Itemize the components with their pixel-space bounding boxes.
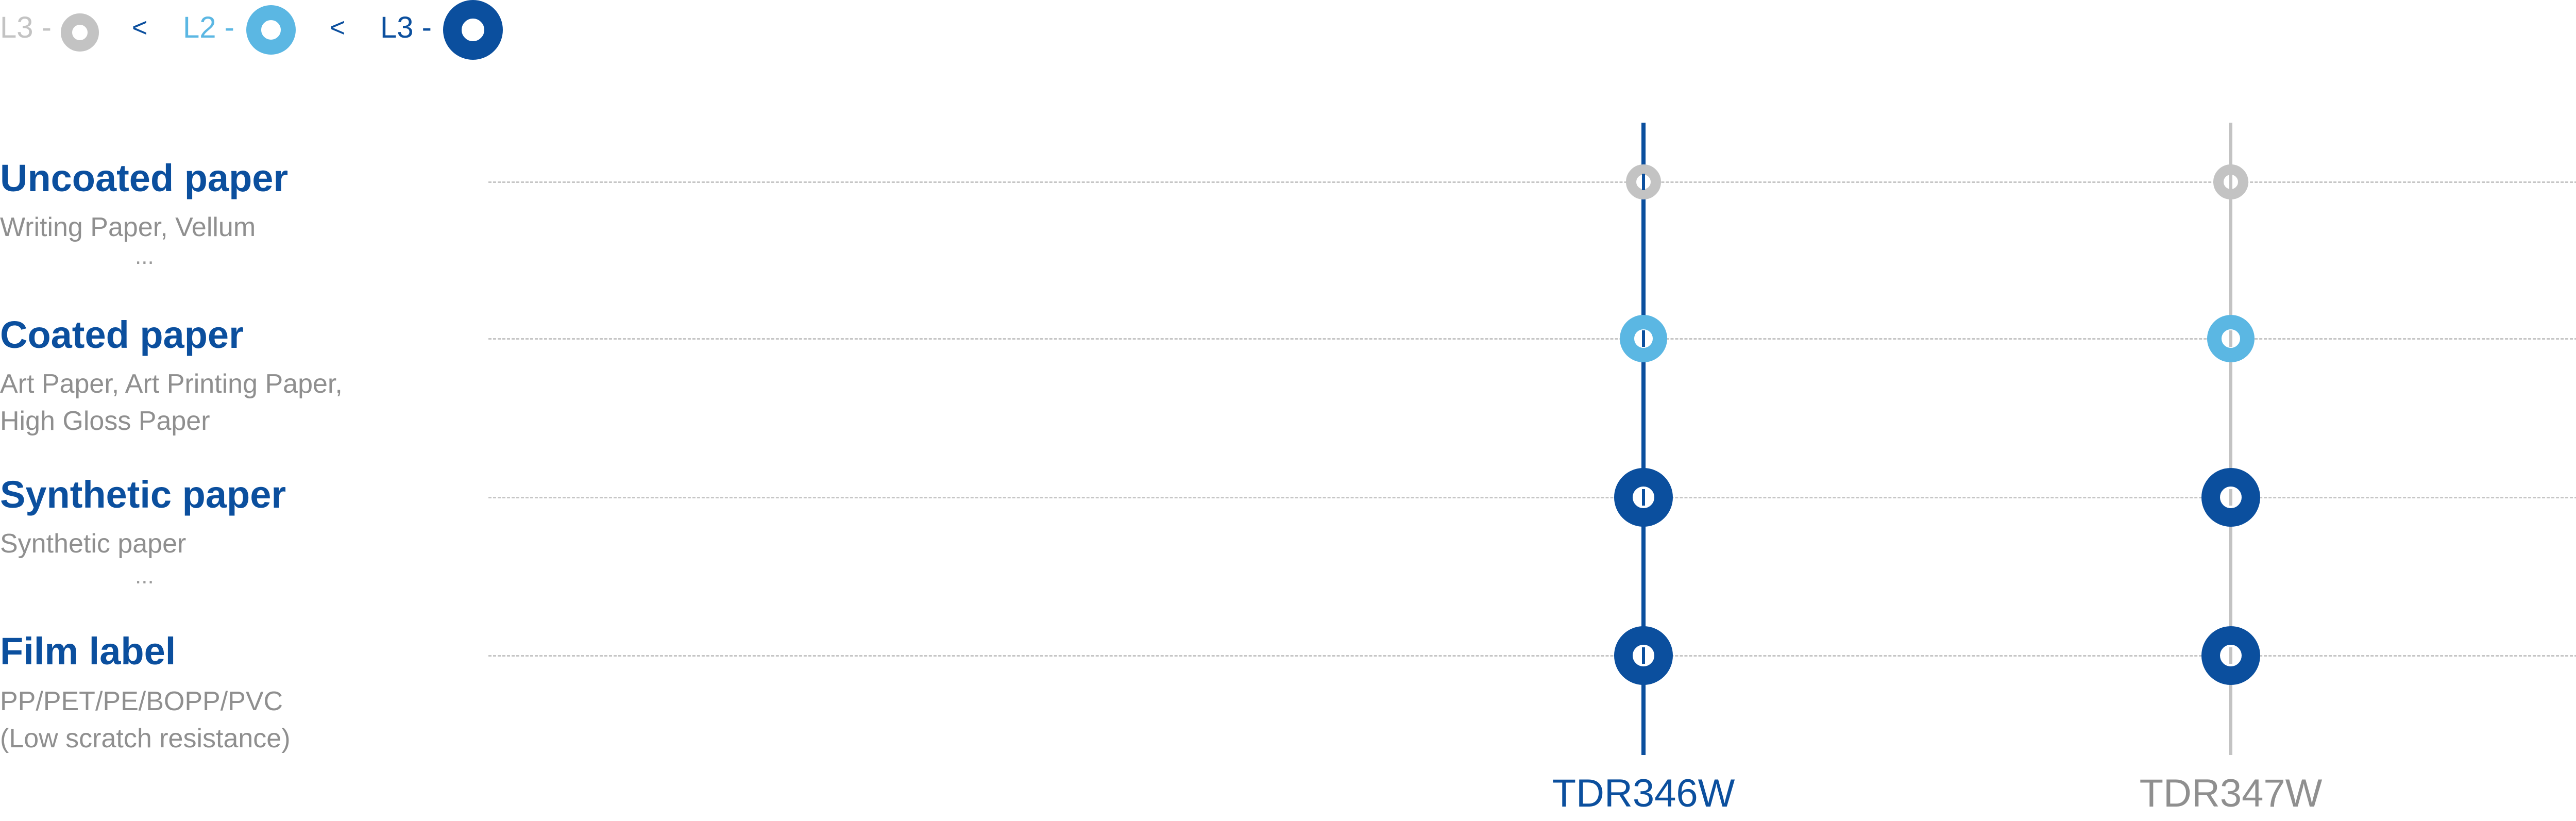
legend-separator: <	[330, 13, 346, 43]
marker-center-tick	[1642, 174, 1645, 190]
marker-center-tick	[2229, 647, 2232, 664]
legend-low-ring-icon	[61, 13, 99, 52]
row-guide-line	[488, 181, 2576, 183]
level-marker-high	[1614, 468, 1673, 527]
legend-label-mid: L2 -	[183, 11, 234, 44]
category-desc: Synthetic paper	[0, 529, 187, 559]
category-ellipsis: ...	[135, 563, 154, 589]
category-title: Film label	[0, 630, 176, 673]
category-title: Uncoated paper	[0, 157, 289, 199]
legend: L3 - < L2 - < L3 -	[0, 0, 567, 62]
level-marker-mid	[2207, 315, 2255, 362]
category-desc: Writing Paper, Vellum	[0, 212, 256, 242]
legend-mid-ring-icon	[246, 5, 296, 55]
row-guide-line	[488, 655, 2576, 657]
level-marker-mid	[1620, 315, 1667, 362]
level-marker-low	[2213, 164, 2248, 199]
legend-label-low: L3 -	[0, 11, 52, 44]
row-guide-line	[488, 497, 2576, 498]
marker-center-tick	[1642, 489, 1645, 506]
model-column-line	[2229, 123, 2232, 755]
category-desc: High Gloss Paper	[0, 406, 210, 436]
marker-center-tick	[2229, 330, 2232, 347]
legend-label-high: L3 -	[380, 11, 432, 44]
model-label: TDR347W	[2139, 772, 2323, 815]
level-marker-high	[2201, 626, 2260, 685]
model-label: TDR346W	[1552, 772, 1735, 815]
marker-center-tick	[2229, 174, 2232, 190]
level-marker-low	[1626, 164, 1661, 199]
legend-high-ring-icon	[443, 0, 503, 60]
level-marker-high	[1614, 626, 1673, 685]
marker-center-tick	[2229, 489, 2232, 506]
category-ellipsis: ...	[135, 244, 154, 269]
category-title: Synthetic paper	[0, 473, 286, 516]
category-desc: Art Paper, Art Printing Paper,	[0, 369, 343, 399]
legend-separator: <	[132, 13, 148, 43]
marker-center-tick	[1642, 330, 1645, 347]
category-desc: PP/PET/PE/BOPP/PVC	[0, 686, 283, 716]
model-column-line	[1641, 123, 1646, 755]
row-guide-line	[488, 338, 2576, 340]
marker-center-tick	[1642, 647, 1645, 664]
category-title: Coated paper	[0, 313, 244, 356]
level-marker-high	[2201, 468, 2260, 527]
category-desc: (Low scratch resistance)	[0, 724, 291, 753]
